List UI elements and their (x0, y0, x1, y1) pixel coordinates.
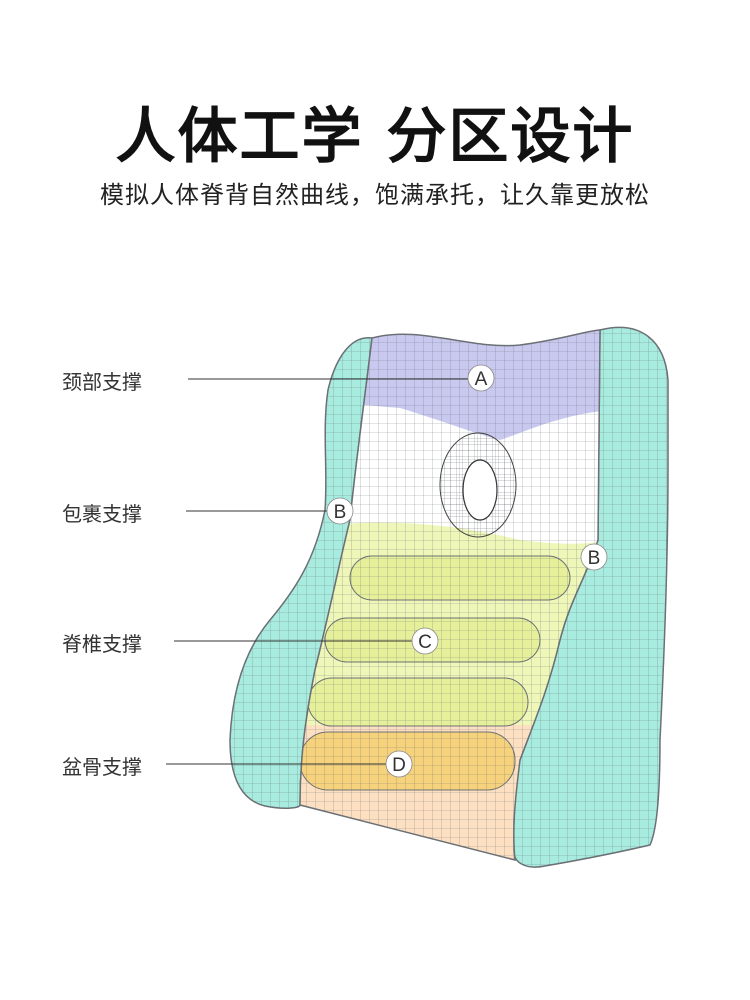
marker-c-text: C (418, 632, 432, 653)
page-subtitle: 模拟人体脊背自然曲线，饱满承托，让久靠更放松 (100, 181, 650, 209)
zone-label-wrap: 包裹支撑 (62, 502, 142, 526)
page-title: 人体工学 分区设计 (115, 102, 635, 172)
marker-d-text: D (392, 755, 406, 776)
marker-a: A (467, 364, 495, 392)
marker-c: C (411, 627, 439, 655)
marker-b-left-text: B (334, 502, 347, 523)
marker-a-text: A (475, 369, 488, 390)
marker-b-right: B (580, 543, 608, 571)
zone-label-pelvis: 盆骨支撑 (62, 755, 142, 779)
marker-b-right-text: B (588, 548, 601, 569)
marker-b-left: B (326, 497, 354, 525)
zone-label-spine: 脊椎支撑 (62, 632, 142, 656)
marker-d: D (385, 750, 413, 778)
zone-label-neck: 颈部支撑 (62, 370, 142, 394)
